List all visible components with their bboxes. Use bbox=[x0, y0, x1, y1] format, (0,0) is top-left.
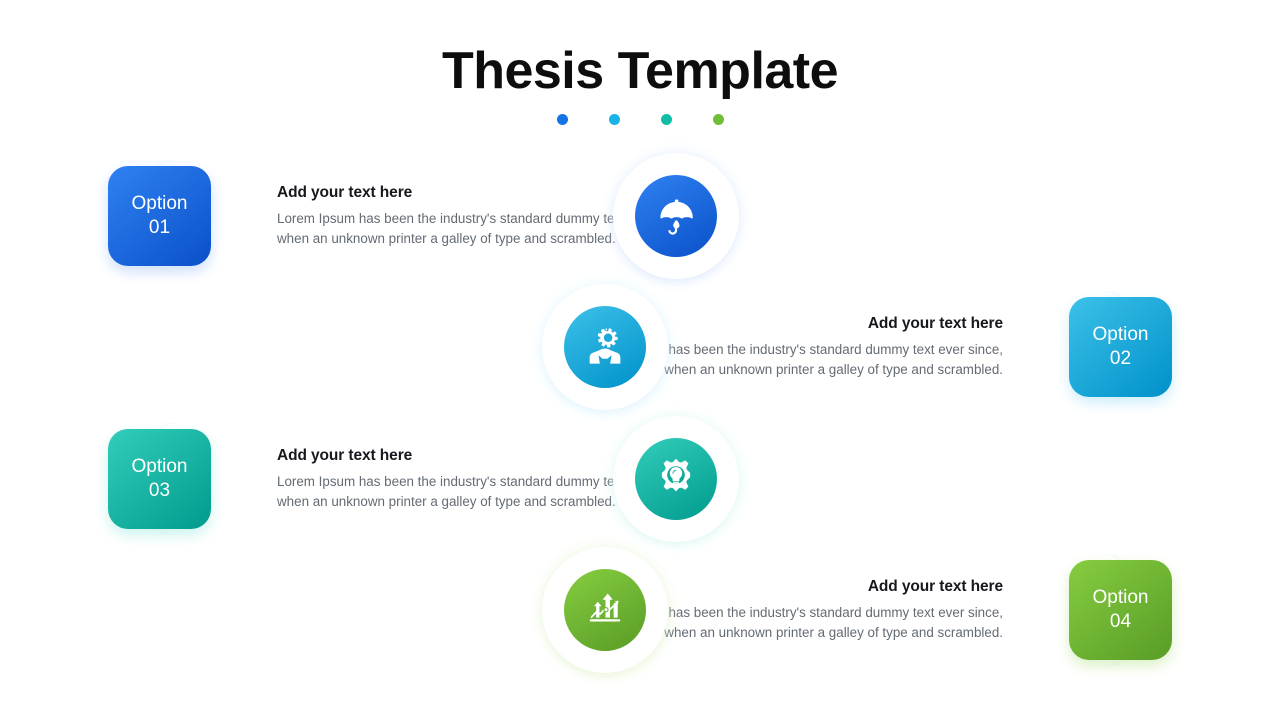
dot-separator bbox=[0, 114, 1280, 125]
panel-content: Add your text here Lorem Ipsum has been … bbox=[576, 303, 1003, 391]
option-badge-03[interactable]: Option 03 bbox=[108, 429, 211, 529]
icon-medallion-02[interactable] bbox=[549, 291, 661, 403]
dot-cyan bbox=[608, 114, 620, 125]
option-badge-label: Option bbox=[131, 455, 188, 477]
panel-heading: Add your text here bbox=[277, 183, 413, 201]
option-badge-01[interactable]: Option 01 bbox=[108, 166, 211, 266]
medallion-disc bbox=[564, 569, 646, 651]
option-badge-04[interactable]: Option 04 bbox=[1069, 560, 1172, 660]
option-badge-number: 02 bbox=[1109, 348, 1132, 369]
panel-body-text: Lorem Ipsum has been the industry's stan… bbox=[586, 341, 1003, 377]
gear-person-icon bbox=[589, 328, 621, 364]
option-badge-label: Option bbox=[1092, 323, 1149, 345]
option-badge-number: 03 bbox=[148, 480, 171, 501]
icon-medallion-01[interactable] bbox=[620, 160, 732, 272]
gear-lightbulb-icon bbox=[661, 458, 691, 492]
panel-heading: Add your text here bbox=[867, 314, 1003, 332]
growth-chart-icon bbox=[589, 593, 621, 622]
panel-content: Add your text here Lorem Ipsum has been … bbox=[277, 435, 694, 523]
icon-medallion-03[interactable] bbox=[620, 423, 732, 535]
icon-medallion-04[interactable] bbox=[549, 554, 661, 666]
umbrella-icon bbox=[660, 199, 693, 235]
panel-content: Add your text here Lorem Ipsum has been … bbox=[277, 172, 694, 260]
medallion-disc bbox=[635, 175, 717, 257]
dot-green bbox=[712, 114, 724, 125]
option-badge-label: Option bbox=[1092, 586, 1149, 608]
option-badge-label: Option bbox=[131, 192, 188, 214]
option-badge-number: 01 bbox=[148, 217, 171, 238]
medallion-disc bbox=[564, 306, 646, 388]
panel-content: Add your text here Lorem Ipsum has been … bbox=[576, 566, 1003, 654]
option-badge-02[interactable]: Option 02 bbox=[1069, 297, 1172, 397]
panel-heading: Add your text here bbox=[867, 577, 1003, 595]
medallion-disc bbox=[635, 438, 717, 520]
page-title: Thesis Template bbox=[441, 42, 839, 100]
dot-teal bbox=[660, 114, 672, 125]
dot-blue bbox=[556, 114, 568, 125]
panel-body-text: Lorem Ipsum has been the industry's stan… bbox=[277, 473, 694, 509]
option-badge-number: 04 bbox=[1109, 611, 1132, 632]
panel-heading: Add your text here bbox=[277, 446, 413, 464]
panel-body-text: Lorem Ipsum has been the industry's stan… bbox=[586, 604, 1003, 640]
panel-body-text: Lorem Ipsum has been the industry's stan… bbox=[277, 210, 694, 246]
